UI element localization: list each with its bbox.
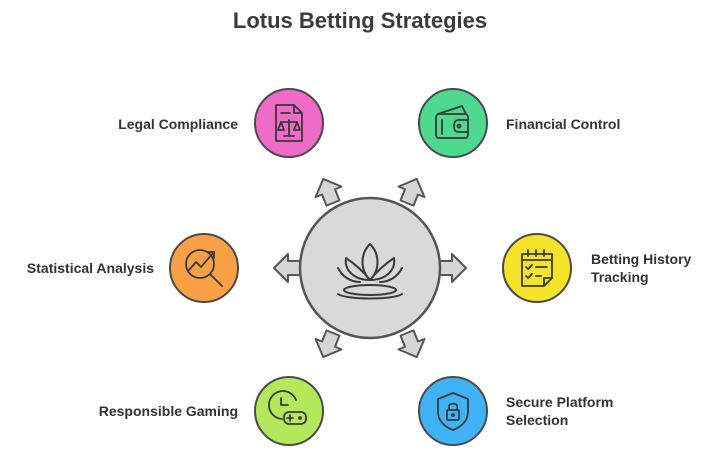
node-legal-compliance <box>254 88 324 158</box>
legal-document-scale-icon <box>275 104 303 142</box>
arrow-down-left <box>314 329 343 359</box>
label-responsible-gaming: Responsible Gaming <box>99 402 238 420</box>
label-secure-platform-line2: Selection <box>506 412 569 428</box>
diagram-title: Lotus Betting Strategies <box>232 8 488 33</box>
node-secure-platform <box>418 376 488 446</box>
arrow-right <box>439 253 467 283</box>
shield-lock-icon <box>437 392 469 431</box>
arrow-up-left <box>314 177 343 207</box>
label-financial-control-line1: Financial Control <box>506 116 621 132</box>
label-statistical-analysis: Statistical Analysis <box>27 259 154 277</box>
lotus-icon <box>337 243 403 300</box>
clock-gamepad-icon <box>268 390 307 425</box>
label-legal-compliance-line1: Legal Compliance <box>118 116 238 132</box>
arrow-up-right <box>397 177 426 207</box>
label-statistical-analysis-line1: Statistical Analysis <box>26 260 154 276</box>
label-secure-platform: Secure Platform Selection <box>506 393 613 429</box>
node-statistical-analysis <box>169 233 239 303</box>
label-betting-history: Betting History Tracking <box>591 250 691 286</box>
label-responsible-gaming-line1: Responsible Gaming <box>98 403 238 419</box>
label-legal-compliance: Legal Compliance <box>118 115 238 133</box>
label-betting-history-line2: Tracking <box>591 269 649 285</box>
wallet-icon <box>435 105 469 139</box>
arrow-left <box>273 253 301 283</box>
label-secure-platform-line1: Secure Platform <box>506 394 614 410</box>
node-responsible-gaming <box>254 376 324 446</box>
magnifier-chart-icon <box>185 249 223 287</box>
arrow-down-right <box>397 329 426 359</box>
center-node <box>298 196 442 340</box>
node-betting-history <box>502 233 572 303</box>
label-financial-control: Financial Control <box>506 115 620 133</box>
node-financial-control <box>418 88 488 158</box>
calendar-checklist-icon <box>521 249 553 287</box>
arrows <box>273 177 467 359</box>
label-betting-history-line1: Betting History <box>591 251 692 267</box>
